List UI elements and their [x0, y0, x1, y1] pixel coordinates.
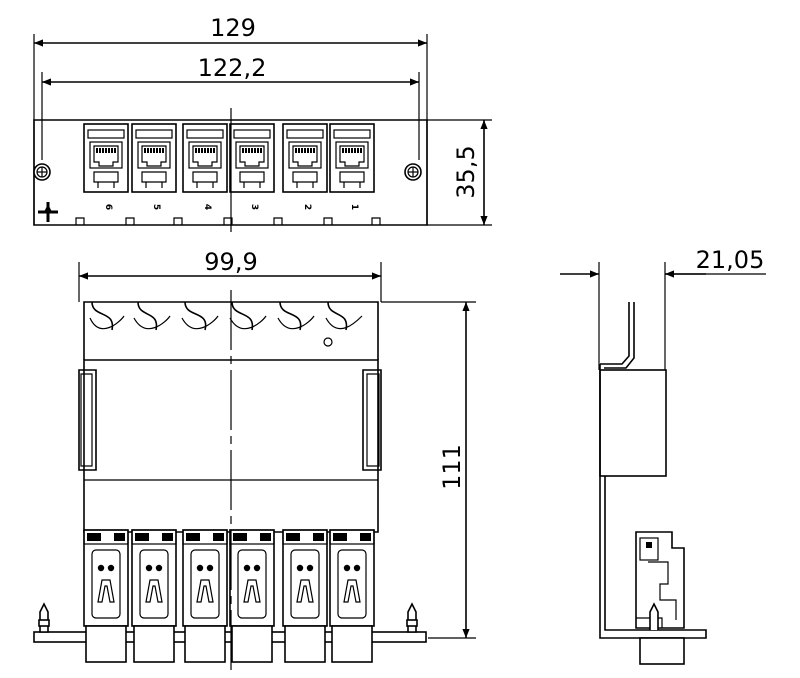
- keystone-module-5: [131, 529, 177, 663]
- dim-width-label: 99,9: [204, 248, 257, 276]
- mounting-screw-left-icon: [33, 163, 51, 181]
- top-view: 99,9 111: [33, 248, 476, 670]
- dim-hole-spacing-label: 122,2: [198, 54, 267, 82]
- keystone-port-3: [229, 123, 275, 193]
- keystone-port-2: [282, 123, 328, 193]
- keystone-module-1: [329, 529, 375, 663]
- port-label-5: 5: [151, 204, 161, 210]
- keystone-port-5: [131, 123, 177, 193]
- keystone-module-4: [182, 529, 228, 663]
- port-label-4: 4: [202, 204, 212, 210]
- keystone-port-4: [182, 123, 228, 193]
- dim-thickness-label: 21,05: [696, 246, 765, 274]
- dim-overall-width-label: 129: [210, 14, 256, 42]
- front-view: 129 122,2 35,5: [33, 14, 492, 232]
- dim-height-label: 35,5: [452, 145, 480, 198]
- keystone-module-6: [83, 529, 129, 663]
- standoff-pin-left-icon: [38, 602, 50, 633]
- keystone-port-1: [329, 123, 375, 193]
- side-view: 21,05: [560, 246, 766, 665]
- keystone-module-2: [282, 529, 328, 663]
- port-label-3: 3: [249, 204, 259, 210]
- port-label-1: 1: [349, 204, 359, 210]
- port-label-2: 2: [302, 204, 312, 210]
- keystone-port-6: [83, 123, 129, 193]
- keystone-module-3: [229, 529, 275, 663]
- ground-symbol-icon: [38, 202, 58, 222]
- dim-depth-label: 111: [438, 444, 466, 490]
- mounting-screw-right-icon: [404, 163, 422, 181]
- standoff-pin-right-icon: [406, 602, 418, 633]
- port-label-6: 6: [103, 204, 113, 210]
